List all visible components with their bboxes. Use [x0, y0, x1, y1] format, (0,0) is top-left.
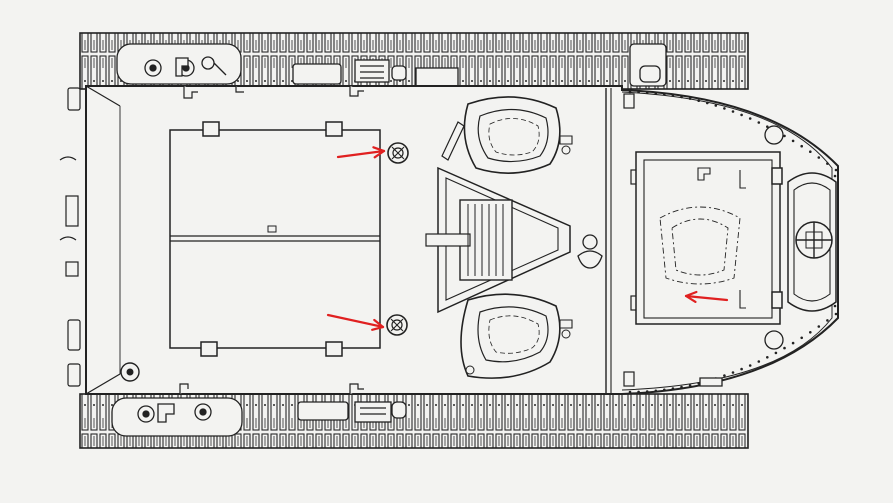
rivet	[688, 384, 692, 387]
rivet	[783, 134, 786, 138]
rivet	[817, 156, 821, 159]
rivet	[680, 95, 683, 99]
rivet	[740, 113, 743, 117]
red-arrow-1	[336, 146, 386, 159]
vent-plug-2	[386, 314, 408, 336]
red-arrow-2	[326, 313, 385, 331]
red-arrow-3	[684, 290, 729, 303]
rear-fittings	[59, 87, 81, 387]
rivet	[791, 139, 795, 143]
rivet	[706, 101, 709, 105]
corner-plug-rear	[120, 362, 140, 382]
rivet	[834, 168, 838, 172]
rivet	[783, 346, 786, 350]
rivet	[800, 336, 803, 340]
tool-stowage-bottom	[111, 397, 407, 437]
rivet	[697, 99, 700, 102]
rivet	[637, 90, 640, 94]
rivet	[637, 390, 640, 394]
rivet	[645, 91, 649, 94]
rivet	[680, 385, 683, 389]
commander-hatch	[441, 96, 573, 174]
vent-plug-1	[387, 142, 409, 164]
engine-deck-doors	[169, 121, 381, 357]
rivet	[731, 110, 735, 113]
rivet	[688, 97, 692, 100]
rivet	[774, 351, 778, 355]
rivet	[826, 162, 829, 165]
rivet	[714, 104, 718, 107]
rivet	[791, 341, 795, 345]
rivet	[748, 117, 752, 120]
rivet	[731, 371, 735, 374]
rivet	[809, 150, 812, 153]
rivet	[723, 107, 726, 110]
driver-hatch	[460, 293, 573, 379]
nose-hatch	[787, 172, 837, 312]
rivet	[757, 121, 761, 124]
rivet	[817, 325, 821, 328]
rivet	[671, 387, 675, 390]
rivet	[833, 304, 837, 308]
rivet	[628, 90, 632, 94]
front-access-panel	[635, 151, 783, 325]
rivet	[645, 390, 649, 393]
rivet	[826, 319, 829, 322]
rivet	[833, 174, 837, 178]
rivet	[663, 388, 666, 392]
rivet	[671, 94, 675, 97]
periscope-fitting	[577, 234, 603, 269]
rivet	[834, 312, 838, 316]
tool-stowage-top	[116, 43, 667, 87]
rivet	[748, 364, 752, 367]
rivet	[800, 144, 803, 148]
rivet	[766, 125, 769, 128]
rivet	[723, 374, 726, 377]
rivet	[809, 331, 812, 334]
rivet	[628, 390, 632, 394]
rivet	[757, 360, 761, 363]
rivet	[766, 356, 769, 359]
rivet	[654, 389, 658, 393]
rivet	[740, 367, 743, 371]
front-lugs	[699, 125, 784, 387]
center-grille-bars	[467, 204, 504, 276]
rivet	[663, 92, 666, 96]
annotation-arrows	[326, 146, 729, 331]
rivet	[654, 91, 658, 95]
